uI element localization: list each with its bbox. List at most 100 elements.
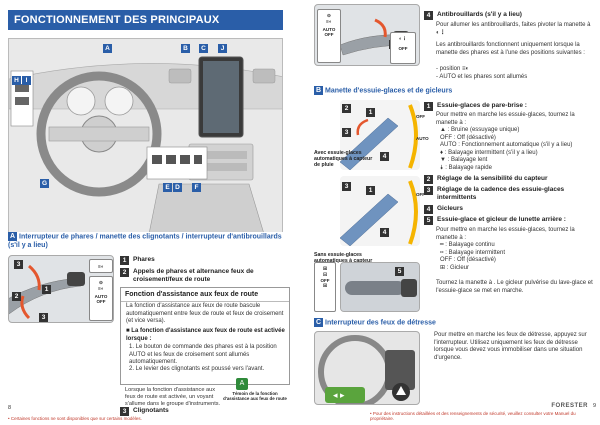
dash-tag-h: H <box>12 76 21 85</box>
wiper-item-4-num: 4 <box>424 205 433 214</box>
box-subhead: ■ La fonction d'assistance aux feux de r… <box>126 328 285 342</box>
dash-tag-j: J <box>218 44 227 53</box>
wiper-item-3: 3 Réglage de la cadence des essuie-glace… <box>424 186 596 202</box>
wiper-mode-mist-text: : Bruine (essuyage unique) <box>447 127 520 133</box>
wiper-mode-off-1: OFF <box>416 114 425 119</box>
item-1: 1 Phares <box>120 256 292 265</box>
item-4-pos-1-text: - position <box>436 66 461 72</box>
wiper-tag-4: 4 <box>380 152 389 161</box>
fog-light-icon: ◐⋮ <box>398 36 408 42</box>
box-subhead-text: La fonction d'assistance aux feux de rou… <box>126 328 285 342</box>
wiper-mode-high: ⯯ : Balayage rapide <box>440 165 596 173</box>
rear-mode-continuous-text: : Balayage continu <box>445 242 495 248</box>
wiper-mode-int-text: : Balayage intermittent (s'il y a lieu) <box>444 149 538 156</box>
wiper-item-3-num: 3 <box>424 186 433 195</box>
footer-left: • Certaines fonctions ne sont disponible… <box>8 416 142 421</box>
rear-mode-intermittent: ╍ : Balayage intermittent <box>440 250 596 258</box>
section-c-title: Interrupteur des feux de détresse <box>325 319 436 327</box>
wiper-item-1-text: Pour mettre en marche les essuie-glaces,… <box>436 112 575 126</box>
continuous-icon: ━ <box>440 242 444 248</box>
wiper-item-4-title: Gicleurs <box>437 205 464 212</box>
wiper-mode-low-text: : Balayage lent <box>447 157 488 164</box>
wiper-tag-3: 3 <box>342 128 351 137</box>
headlight-switch-tile: ⊙ ≡◐ AUTO OFF <box>89 276 113 321</box>
stalk-tag-1: 1 <box>42 285 51 294</box>
item-1-text: Phares <box>133 256 155 263</box>
dashboard-drawing <box>9 39 282 232</box>
footer-right: • Pour des instructions détaillées et de… <box>370 411 576 421</box>
parking-light-icon: ≡◐ <box>326 19 332 25</box>
rear-intermittent-icon: ╍ <box>440 249 444 256</box>
brand-logo: FORESTER <box>551 403 588 409</box>
wiper-item-1: 1 Essuie-glaces de pare-brise : <box>424 102 596 111</box>
light-icon-top: ⊙ <box>326 13 332 19</box>
high-speed-icon: ⯯ <box>440 164 444 171</box>
rear-wiper-lower-icon: ⊞ <box>322 283 328 289</box>
section-a-letter: A <box>8 232 17 241</box>
section-a-title: Interrupteur de phares / manette des cli… <box>8 233 282 249</box>
wiper-item-5-text: Pour mettre en marche les essuie-glaces,… <box>436 227 575 241</box>
wiper-tag-1: 1 <box>366 108 375 117</box>
page-number-left: 8 <box>8 405 12 411</box>
item-2-text: Appels de phares et alternance feux de c… <box>133 268 254 283</box>
wiper-mode-high-text: : Balayage rapide <box>445 164 492 171</box>
intermittent-icon: ♦ <box>440 149 444 156</box>
rear-wiper-tile: ⊞ ⊟ OFF ⊞ <box>314 262 336 312</box>
rear-mode-intermittent-text: : Balayage intermittent <box>445 249 505 256</box>
low-speed-icon: ▼ <box>440 157 446 164</box>
wiper2-tag-3: 3 <box>342 182 351 191</box>
item-4-pos-1: - position ≡◐ <box>436 66 596 74</box>
box-step-2: 2. Le levier des clignotants est poussé … <box>129 366 265 372</box>
rear-mode-continuous: ━ : Balayage continu <box>440 242 596 250</box>
rear-mode-washer: ⊞ : Gicleur <box>440 265 596 273</box>
wiper-item-5-num: 5 <box>424 216 433 225</box>
wiper-mode-auto: AUTO <box>416 136 429 141</box>
wiper-mode-off-2: OFF <box>416 192 425 197</box>
fog-switch-tile: ⊙ ≡◐ AUTO OFF <box>317 9 341 63</box>
wiper-tag-2: 2 <box>342 104 351 113</box>
rear-mode-washer-text: : Gicleur <box>446 264 470 271</box>
dash-tag-i: I <box>22 76 31 85</box>
wiper-item-1-title: Essuie-glaces de pare-brise : <box>437 102 527 109</box>
dash-tag-e: E <box>163 183 172 192</box>
mode-off: OFF <box>96 299 106 304</box>
stalk-tag-3-bottom: 3 <box>39 313 48 322</box>
rear-mode-list: ━ : Balayage continu ╍ : Balayage interm… <box>440 242 596 272</box>
rear-wash-icon: ⊞ <box>322 266 328 272</box>
wiper-item-2-num: 2 <box>424 175 433 184</box>
hazard-switch-illustration: ◂ ▸ <box>314 331 420 405</box>
rear-wiper-icon: ⊟ <box>322 272 328 278</box>
rear-wiper-stalk-illustration: 5 <box>340 262 420 312</box>
dashboard-illustration: A B C J H I G E D F <box>8 38 283 233</box>
svg-text:◂ ▸: ◂ ▸ <box>333 390 345 400</box>
dash-tag-g: G <box>40 179 49 188</box>
right-page: ⊙ ≡◐ AUTO OFF 4 ◐⋮ OFF 4 Antibrouillards… <box>300 0 600 425</box>
wiper-item-1-num: 1 <box>424 102 433 111</box>
box-intro: La fonction d'assistance aux feux de rou… <box>126 303 284 325</box>
fog-tile-off: OFF <box>398 46 408 51</box>
section-c-letter: C <box>314 318 323 327</box>
wiper-item-3-title: Réglage de la cadence des essuie-glaces … <box>437 186 565 201</box>
indicator-label: Témoin de la fonction d'assistance aux f… <box>223 391 287 402</box>
parking-light-symbol-icon: ≡◐ <box>462 66 470 72</box>
wiper-item-5: 5 Essuie-glace et gicleur de lunette arr… <box>424 216 596 225</box>
dash-tag-a: A <box>103 44 112 53</box>
item-4-title: Antibrouillards (s'il y a lieu) <box>437 11 522 18</box>
wiper-mode-off-line: OFF : Off (désactivé) <box>440 134 496 141</box>
low-beam-icon: ≡◐ <box>98 286 104 292</box>
wiper-stalk-auto-illustration: 2 1 3 4 <box>340 100 420 170</box>
wiper-item-2-title: Réglage de la sensibilité du capteur <box>437 175 548 182</box>
wiper-stalk-manual-drawing <box>340 180 418 246</box>
item-1-num: 1 <box>120 256 129 265</box>
section-b-letter: B <box>314 86 323 95</box>
light-icon: ⊙ <box>98 280 104 286</box>
box-title: Fonction d'assistance aux feux de route <box>121 288 289 302</box>
mode-auto: AUTO <box>94 294 108 299</box>
dash-tag-c: C <box>199 44 208 53</box>
wiper-caption-1: Avec essuie-glaces automatiques à capteu… <box>314 150 373 169</box>
wiper-mode-int: ♦ : Balayage intermittent (s'il y a lieu… <box>440 150 596 158</box>
wiper-mode-mist: ▲ : Bruine (essuyage unique) <box>440 127 596 135</box>
rear-mode-off: OFF <box>320 278 330 283</box>
dash-tag-b: B <box>181 44 190 53</box>
